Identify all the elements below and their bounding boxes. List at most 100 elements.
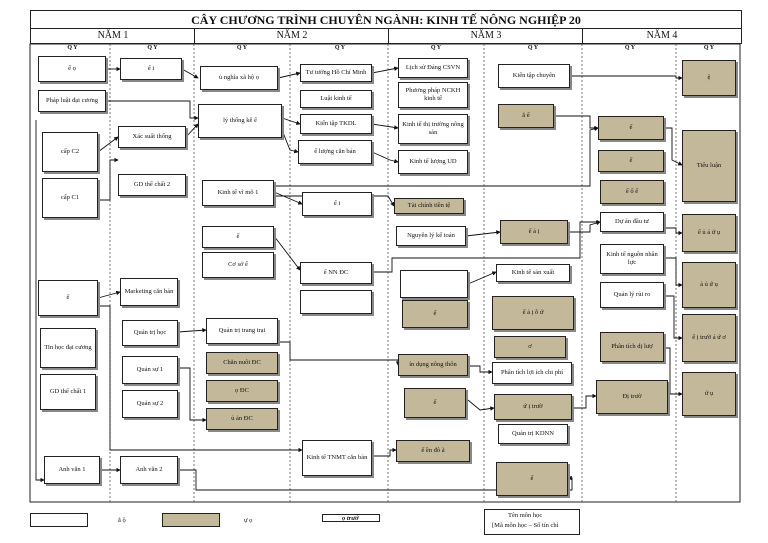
- course-box-optional[interactable]: ứ ụ: [682, 372, 736, 416]
- course-box-optional[interactable]: ế: [404, 388, 466, 418]
- course-box[interactable]: [300, 290, 372, 314]
- semester-header: Q Y: [236, 45, 248, 51]
- course-box[interactable]: lý thống kê ế: [198, 104, 282, 138]
- course-box[interactable]: Xác suất thống: [118, 126, 186, 148]
- course-box[interactable]: Quản trị trang trại: [206, 318, 278, 344]
- course-box[interactable]: GD thể chất 2: [118, 174, 186, 196]
- course-box[interactable]: Dự án đầu tư: [600, 212, 664, 232]
- course-box-optional[interactable]: ơ: [494, 336, 566, 358]
- legend-format-box: [484, 509, 580, 535]
- course-box[interactable]: ế NN ĐC: [300, 262, 372, 284]
- prerequisite-arrow: [570, 220, 601, 233]
- prerequisite-arrow: [281, 129, 299, 154]
- course-box[interactable]: ế lượng căn bản: [298, 140, 372, 164]
- course-box[interactable]: Kinh tế sản xuất: [496, 264, 570, 282]
- prerequisite-arrow: [468, 365, 493, 375]
- page-title: CÂY CHƯƠNG TRÌNH CHUYÊN NGÀNH: KINH TẾ N…: [30, 10, 742, 30]
- course-box[interactable]: [400, 270, 468, 298]
- course-box-optional[interactable]: ế ị trườ ả ứ ơ: [682, 314, 736, 362]
- course-box-optional[interactable]: ế: [496, 462, 568, 496]
- course-box[interactable]: Pháp luật đại cương: [38, 90, 106, 112]
- prerequisite-arrow: [372, 447, 397, 457]
- course-box[interactable]: Quản trị học: [122, 320, 178, 346]
- course-box[interactable]: Tư tưởng Hồ Chí Minh: [300, 64, 372, 82]
- course-box-optional[interactable]: ủ ản ĐC: [206, 408, 278, 430]
- legend-required-label: ắ ộ: [118, 517, 126, 524]
- prerequisite-arrow: [97, 136, 119, 153]
- semester-header: Q Y: [527, 45, 539, 51]
- prerequisite-arrow: [35, 120, 45, 483]
- course-box[interactable]: Marketing căn bản: [120, 278, 178, 306]
- semester-header: Q Y: [430, 45, 442, 51]
- prerequisite-arrow: [664, 295, 683, 341]
- prerequisite-arrow: [371, 123, 399, 130]
- course-box[interactable]: Cơ sở ế: [202, 252, 274, 278]
- course-box[interactable]: ế i: [120, 58, 182, 80]
- course-box[interactable]: Quản sự 2: [122, 390, 178, 418]
- course-box[interactable]: Nguyên lý kế toán: [396, 226, 466, 246]
- course-box[interactable]: Anh văn 1: [44, 456, 100, 484]
- course-box-optional[interactable]: ế ền đô ã: [396, 440, 470, 462]
- course-box-optional[interactable]: Đị trườ: [596, 380, 668, 414]
- course-box[interactable]: Luật kinh tế: [300, 90, 372, 108]
- prerequisite-arrow: [178, 367, 207, 423]
- legend-prereq-label: ọ trướ: [342, 515, 359, 522]
- course-box-optional[interactable]: ế: [598, 150, 664, 172]
- course-box-optional[interactable]: ế: [402, 300, 468, 328]
- course-box[interactable]: cấp C2: [42, 132, 98, 172]
- course-box-optional[interactable]: ế ả ị: [500, 220, 568, 244]
- course-box-optional[interactable]: ứ ị trườ: [494, 394, 572, 420]
- course-box[interactable]: ủ nghĩa xã hộ ọ: [200, 66, 278, 90]
- year-header-4: NĂM 4: [582, 28, 742, 44]
- prerequisite-arrow: [554, 115, 599, 131]
- course-box[interactable]: ế ọ: [38, 56, 106, 82]
- course-box[interactable]: Lịch sử Đảng CSVN: [398, 58, 468, 78]
- course-box[interactable]: ế: [38, 280, 98, 316]
- course-box-optional[interactable]: ế ả ị ỗ ứ: [492, 296, 574, 330]
- course-box-optional[interactable]: ă ế: [498, 104, 554, 128]
- year-header-1: NĂM 1: [30, 28, 196, 44]
- course-box[interactable]: Quản lý rủi ro: [600, 282, 664, 308]
- course-box-optional[interactable]: ế ố ế: [600, 180, 664, 204]
- prerequisite-arrow: [664, 127, 683, 166]
- course-box-optional[interactable]: Tiểu luận: [682, 130, 736, 202]
- course-box[interactable]: Tin học đại cương: [40, 328, 96, 368]
- prerequisite-arrow: [97, 290, 121, 299]
- course-box[interactable]: Kiến tập chuyên: [498, 64, 570, 88]
- course-box-optional[interactable]: ả ủ ứ ụ: [682, 262, 736, 308]
- course-box-optional[interactable]: ọ ĐC: [206, 380, 278, 402]
- course-box-optional[interactable]: Chăn nuôi ĐC: [206, 352, 278, 374]
- course-box[interactable]: Kinh tế nguồn nhân lực: [600, 244, 664, 274]
- course-box[interactable]: Quản sự 1: [122, 356, 178, 384]
- course-box[interactable]: Kinh tế vĩ mô 1: [202, 180, 274, 206]
- course-box-optional[interactable]: ín dụng nông thôn: [398, 354, 468, 376]
- prerequisite-arrow: [465, 230, 501, 237]
- course-box-optional[interactable]: Tài chính tiền tệ: [394, 198, 464, 214]
- course-box[interactable]: Kiến tập TKDL: [300, 114, 372, 134]
- legend-format-line2: [Mã môn học – Số tín chỉ: [492, 522, 559, 529]
- course-box[interactable]: Kinh tế TNMT căn bản: [302, 440, 372, 476]
- course-box[interactable]: Kinh tế thị trường nông sản: [398, 114, 468, 144]
- course-box[interactable]: ế: [202, 226, 274, 248]
- prerequisite-arrow: [274, 341, 401, 366]
- course-box-optional[interactable]: ế: [598, 116, 664, 140]
- legend-arrow-swatch: [322, 514, 380, 522]
- course-box[interactable]: Quản trị KDNN: [498, 424, 568, 444]
- legend-format-line1: Tên môn học: [508, 512, 543, 519]
- course-box[interactable]: Kinh tế lượng UD: [398, 150, 468, 174]
- semester-header: Q Y: [147, 45, 158, 51]
- prerequisite-arrow: [572, 393, 597, 409]
- course-box[interactable]: ế i: [302, 192, 372, 216]
- course-box-optional[interactable]: ế ủ ả ứ ụ: [682, 214, 736, 252]
- course-box[interactable]: Phân tích lợi ích chi phí: [492, 362, 572, 384]
- course-box[interactable]: GD thể chất 1: [40, 374, 96, 410]
- year-header-3: NĂM 3: [388, 28, 584, 44]
- prerequisite-arrow: [664, 227, 683, 236]
- prerequisite-arrow: [106, 100, 199, 121]
- course-box[interactable]: Anh văn 2: [120, 456, 178, 484]
- course-box-optional[interactable]: ệ: [682, 60, 736, 96]
- prerequisite-arrow: [181, 68, 199, 79]
- course-box[interactable]: cấp C1: [42, 178, 98, 218]
- course-box-optional[interactable]: Phân tích dị lượ: [600, 332, 664, 362]
- course-box[interactable]: Phương pháp NCKH kinh tế: [398, 82, 468, 108]
